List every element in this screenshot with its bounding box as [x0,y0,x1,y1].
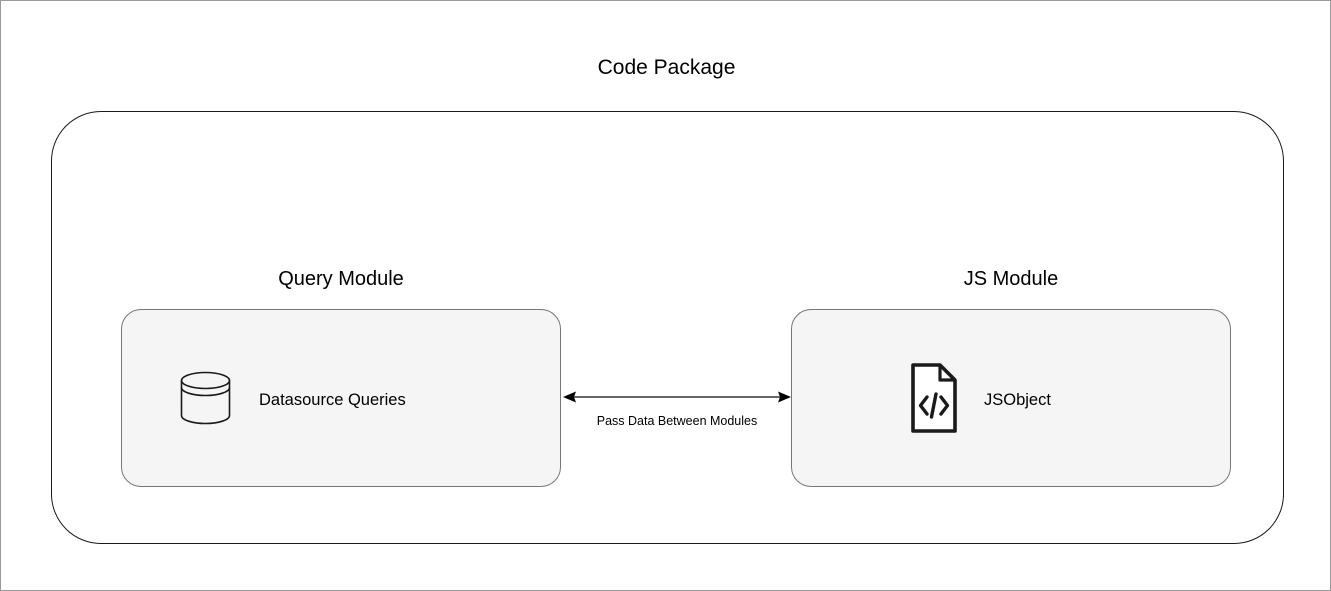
double-headed-arrow-icon [563,391,791,403]
connector-label: Pass Data Between Modules [596,414,758,428]
query-module-title: Query Module [278,268,404,290]
js-module-title: JS Module [963,268,1059,290]
modules-connector [557,381,797,415]
datasource-queries-item[interactable]: Datasource Queries [179,369,406,431]
jsobject-label: JSObject [984,390,1051,409]
code-file-icon [910,362,958,439]
jsobject-item[interactable]: JSObject [910,362,1051,433]
js-module-box[interactable] [791,309,1231,487]
query-module-box[interactable] [121,309,561,487]
datasource-queries-label: Datasource Queries [259,390,406,409]
code-package-container [51,111,1284,544]
database-cylinder-icon [179,369,233,432]
package-title: Code Package [597,56,736,79]
